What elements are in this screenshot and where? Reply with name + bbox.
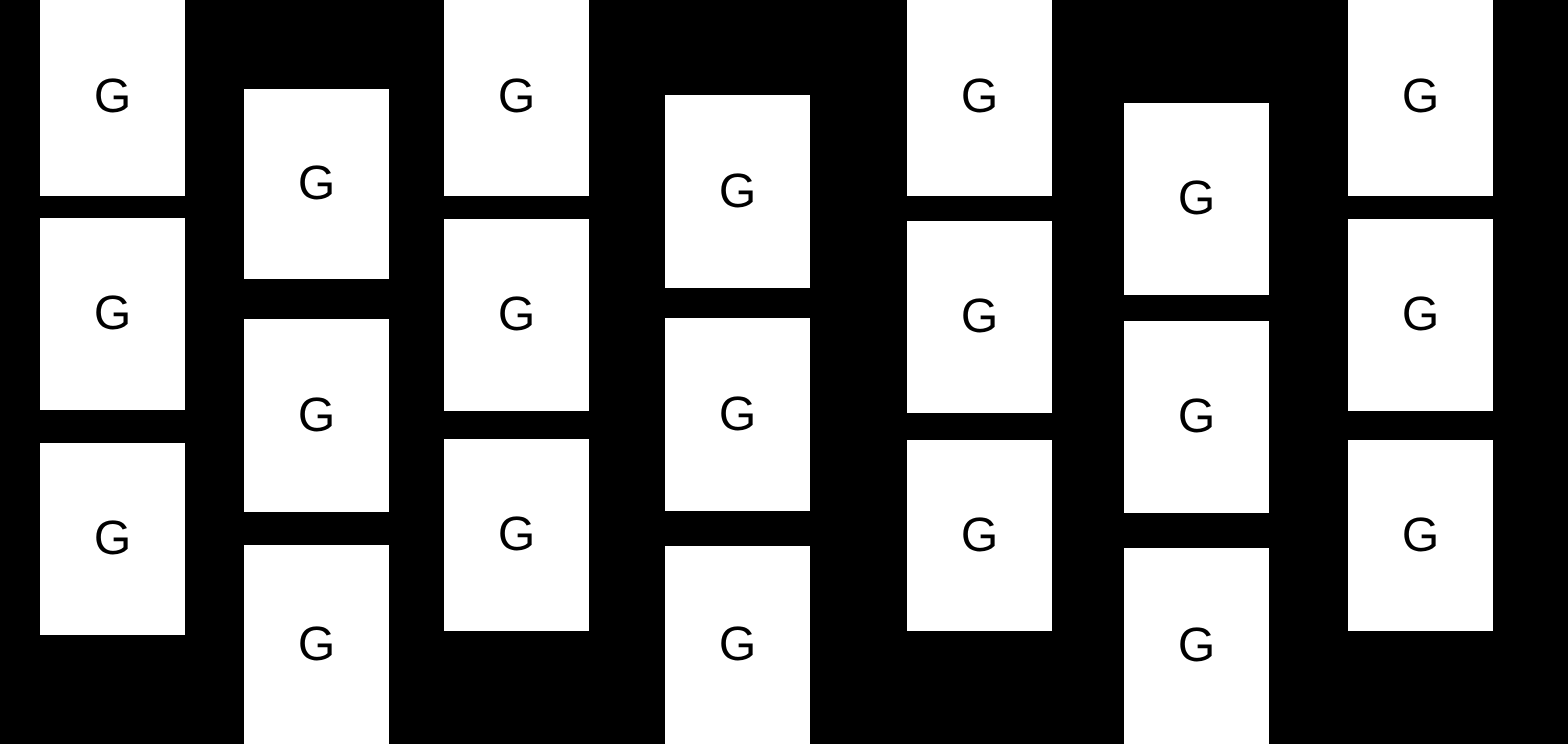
card-label: G: [1401, 288, 1440, 341]
card-label: G: [93, 287, 132, 340]
card[interactable]: G: [1124, 103, 1269, 295]
card-label: G: [297, 617, 336, 671]
card[interactable]: G: [444, 439, 589, 631]
card[interactable]: G: [1124, 548, 1269, 744]
card[interactable]: G: [665, 318, 810, 511]
card-label: G: [297, 157, 336, 210]
card-label: G: [960, 69, 999, 123]
card[interactable]: G: [40, 0, 185, 196]
card[interactable]: G: [244, 89, 389, 279]
card[interactable]: G: [665, 546, 810, 744]
card-label: G: [718, 618, 757, 671]
card-label: G: [1177, 172, 1216, 225]
card[interactable]: G: [40, 218, 185, 410]
board-column-2: G G G: [244, 0, 389, 744]
board-column-3: G G G: [444, 0, 589, 744]
card-label: G: [960, 290, 999, 343]
card[interactable]: G: [1348, 0, 1493, 196]
board-column-5: G G G: [907, 0, 1052, 744]
card-label: G: [1401, 508, 1440, 562]
board-column-6: G G G: [1124, 0, 1269, 744]
card-label: G: [93, 69, 132, 123]
board-column-1: G G G: [40, 0, 185, 744]
card[interactable]: G: [244, 319, 389, 512]
card-label: G: [718, 164, 757, 218]
card-label: G: [1401, 69, 1440, 123]
card-label: G: [960, 508, 999, 562]
card[interactable]: G: [1348, 219, 1493, 411]
card-label: G: [497, 288, 536, 341]
board-column-4: G G G: [665, 0, 810, 744]
card[interactable]: G: [907, 440, 1052, 631]
card-label: G: [718, 387, 757, 441]
board-column-7: G G G: [1348, 0, 1493, 744]
card[interactable]: G: [907, 0, 1052, 196]
card-label: G: [1177, 619, 1216, 672]
card[interactable]: G: [1348, 440, 1493, 631]
card[interactable]: G: [40, 443, 185, 635]
card-label: G: [93, 512, 132, 565]
card-label: G: [297, 388, 336, 442]
card[interactable]: G: [444, 0, 589, 196]
card[interactable]: G: [444, 219, 589, 411]
card-label: G: [497, 69, 536, 123]
card[interactable]: G: [665, 95, 810, 288]
card[interactable]: G: [907, 221, 1052, 413]
card-label: G: [1177, 390, 1216, 443]
card-label: G: [497, 508, 536, 561]
card[interactable]: G: [1124, 321, 1269, 513]
card[interactable]: G: [244, 545, 389, 744]
